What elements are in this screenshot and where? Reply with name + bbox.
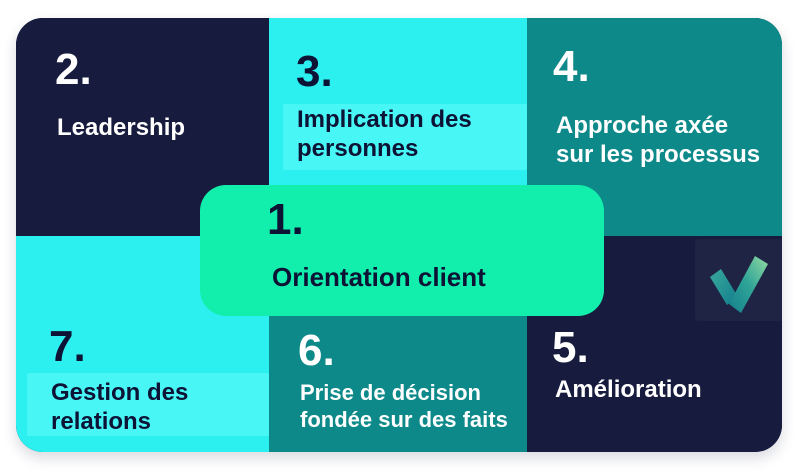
cell-number: 7.	[49, 322, 86, 371]
cell-label-line: sur les processus	[556, 141, 761, 168]
cell-label: Gestion des relations	[51, 378, 188, 436]
checkmark-icon	[710, 256, 768, 313]
cell-number: 2.	[55, 45, 92, 94]
cell-label-line: Amélioration	[555, 376, 702, 403]
cell-label-line: Gestion des	[51, 379, 189, 406]
center-pill-orientation-client: 1. Orientation client	[200, 185, 604, 316]
cell-label: Leadership	[57, 113, 185, 142]
cell-label-line: fondée sur des faits	[300, 407, 508, 432]
label-highlight-band	[27, 373, 269, 436]
cell-number: 6.	[298, 326, 335, 375]
cell-label-line: relations	[51, 408, 152, 435]
cell-number: 3.	[296, 47, 333, 96]
label-highlight-band	[283, 104, 527, 170]
cell-label-line: personnes	[297, 135, 419, 162]
cell-gestion-des-relations: 7. Gestion des relations	[16, 236, 269, 452]
cell-label: Amélioration	[555, 375, 702, 404]
cell-label-line: Approche axée	[556, 112, 729, 139]
cell-number: 1.	[267, 195, 304, 244]
principles-board: 2. Leadership 3. Implication des personn…	[16, 18, 782, 452]
cell-label: Approche axée sur les processus	[556, 111, 760, 169]
cell-label: Implication des personnes	[297, 105, 472, 163]
cell-label-line: Prise de décision	[300, 380, 481, 405]
cell-number: 5.	[552, 323, 589, 372]
cell-leadership: 2. Leadership	[16, 18, 269, 236]
cell-label-line: Leadership	[57, 114, 186, 141]
cell-number: 4.	[553, 42, 590, 91]
cell-label: Prise de décision fondée sur des faits	[300, 379, 508, 433]
cell-label: Orientation client	[272, 262, 486, 292]
cell-label-line: Implication des	[297, 106, 472, 133]
